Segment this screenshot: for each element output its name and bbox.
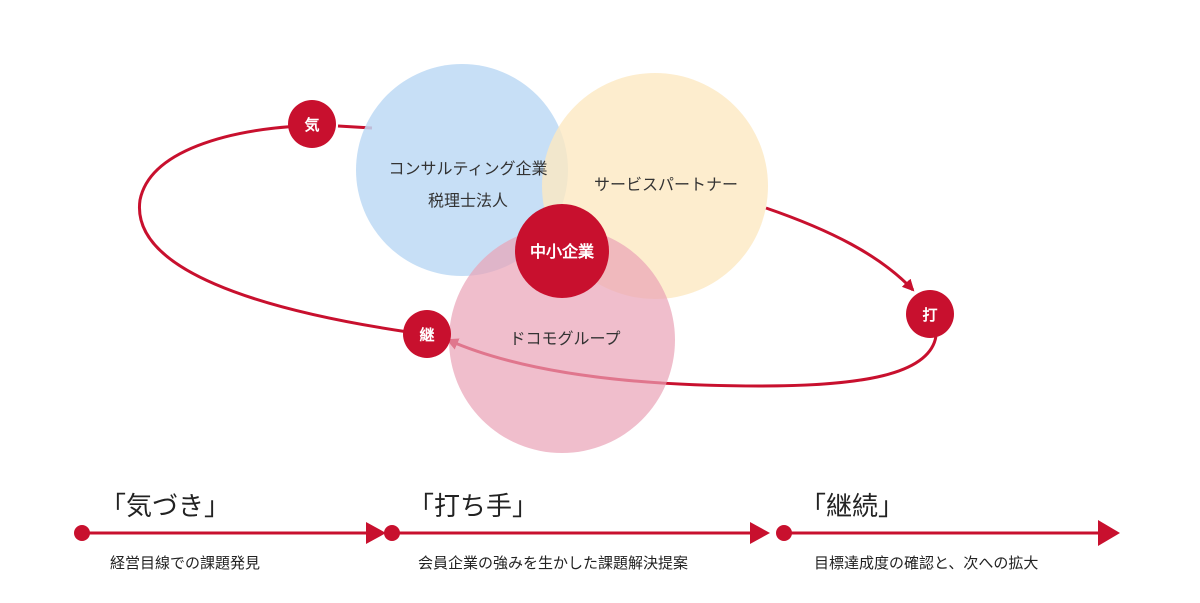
da-badge bbox=[906, 290, 954, 338]
timeline-dot-2 bbox=[384, 525, 400, 541]
tax-firm-label: 税理士法人 bbox=[428, 191, 508, 210]
consulting-circle bbox=[356, 64, 568, 276]
docomo-group-label: ドコモグループ bbox=[509, 329, 620, 348]
phase-title-3: 「継続」 bbox=[800, 492, 904, 522]
timeline-dot-1 bbox=[74, 525, 90, 541]
phase-desc-1: 経営目線での課題発見 bbox=[110, 554, 260, 572]
kei-badge-text: 継 bbox=[419, 326, 434, 344]
core-circle bbox=[515, 204, 609, 298]
timeline-arrow-2 bbox=[750, 522, 770, 544]
da-badge-text: 打 bbox=[922, 306, 937, 324]
phase-title-2: 「打ち手」 bbox=[408, 492, 538, 522]
ki-badge bbox=[288, 100, 336, 148]
core-label: 中小企業 bbox=[530, 242, 595, 261]
consulting-label: コンサルティング企業 bbox=[388, 159, 547, 178]
cycle-arc-service-to-da bbox=[765, 206, 915, 292]
timeline-dot-3 bbox=[776, 525, 792, 541]
ki-badge-text: 気 bbox=[304, 116, 319, 134]
phase-desc-2: 会員企業の強みを生かした課題解決提案 bbox=[418, 554, 688, 572]
timeline-arrow-3 bbox=[1098, 520, 1120, 546]
kei-badge bbox=[403, 310, 451, 358]
docomo-group-circle bbox=[449, 227, 675, 453]
timeline-arrow-1 bbox=[366, 522, 386, 544]
phase-desc-3: 目標達成度の確認と、次への拡大 bbox=[814, 554, 1038, 572]
service-partner-label: サービスパートナー bbox=[594, 175, 738, 194]
cycle-arc-kei-to-ki bbox=[138, 120, 409, 334]
phase-title-1: 「気づき」 bbox=[100, 492, 230, 522]
